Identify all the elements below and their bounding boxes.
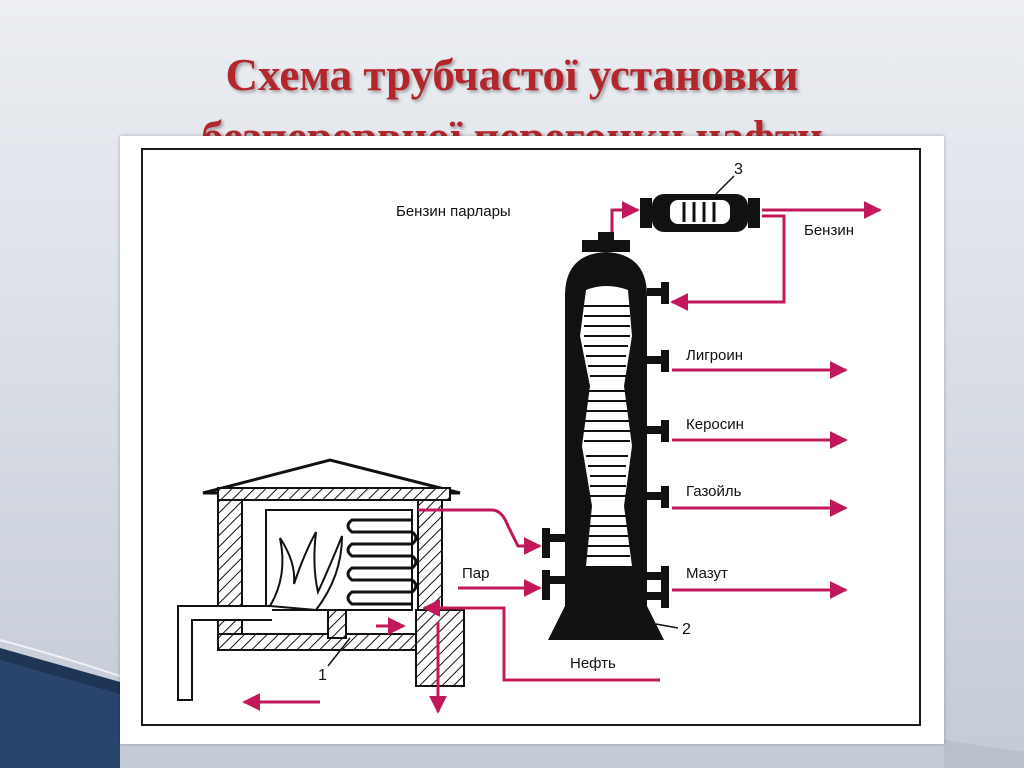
diagram-border — [141, 148, 921, 726]
label-leader-1 — [327, 637, 351, 667]
fuel-burner-pipe — [177, 605, 272, 701]
flow-lines — [242, 201, 882, 714]
column-side-nozzles — [542, 282, 669, 608]
condenser: 3 — [640, 161, 760, 232]
furnace-chimney-duct — [415, 609, 465, 687]
label-ligroin: Лигроин — [686, 347, 743, 364]
furnace-roof-slab — [217, 487, 451, 501]
flow-crude-oil-in — [422, 599, 660, 682]
furnace-right-wall — [417, 499, 443, 611]
label-leader-3 — [715, 175, 735, 195]
label-kerosene: Керосин — [686, 416, 744, 433]
label-num-2: 2 — [682, 621, 691, 638]
slide-title-line-1: Схема трубчастої установки — [225, 50, 799, 101]
furnace: 1 — [177, 458, 465, 701]
stream-labels: Бензин парлары Бензин Лигроин Керосин Га… — [396, 203, 854, 672]
column-trays — [584, 305, 630, 557]
label-oil: Нефть — [570, 655, 616, 672]
diagram-frame: 1 — [120, 136, 944, 744]
label-gasoil: Газойль — [686, 483, 742, 500]
distillation-diagram: 1 — [177, 161, 882, 714]
column-top-flange — [582, 240, 630, 252]
label-gasoline-vapors: Бензин парлары — [396, 203, 511, 220]
label-gasoline: Бензин — [804, 222, 854, 239]
flow-heated-oil-to-column — [418, 508, 542, 555]
condenser-tubes-window — [670, 200, 730, 224]
column-neck — [598, 232, 614, 244]
flow-reflux — [670, 214, 786, 311]
condenser-flange-right — [748, 198, 760, 228]
distillation-column: 2 — [542, 232, 691, 640]
label-fuel-oil: Мазут — [686, 565, 728, 582]
label-steam: Пар — [462, 565, 489, 582]
flame-icon — [268, 531, 343, 612]
flow-gasoline-vapors — [610, 201, 640, 232]
furnace-left-wall — [217, 499, 243, 651]
condenser-tubes — [682, 202, 716, 222]
furnace-coil — [346, 518, 418, 606]
condenser-flange-left — [640, 198, 652, 228]
label-leader-2 — [655, 623, 679, 629]
label-num-1: 1 — [318, 667, 327, 684]
label-num-3: 3 — [734, 161, 743, 178]
column-base — [548, 606, 664, 640]
